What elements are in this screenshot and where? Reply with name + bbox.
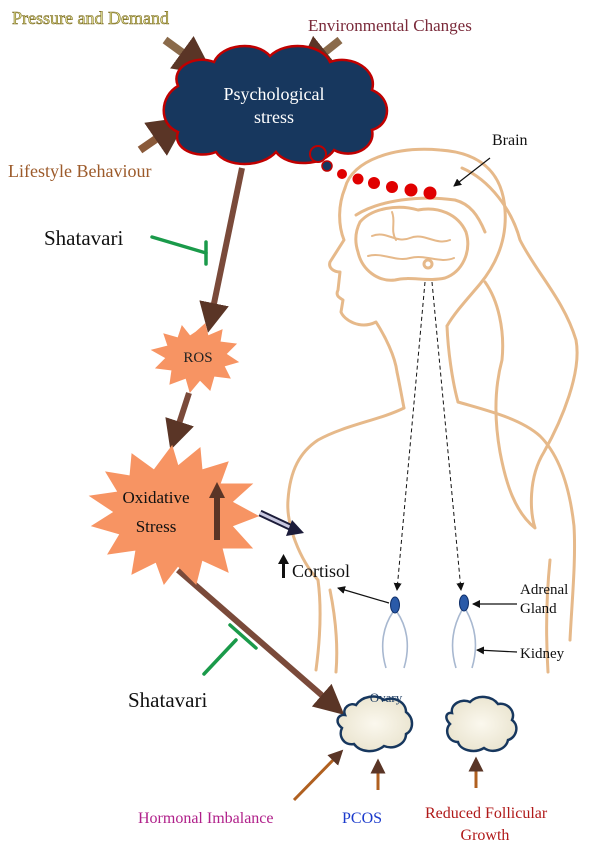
arrow-oxidative-to-cortisol xyxy=(260,513,304,536)
follicular-label-line1: Reduced Follicular xyxy=(425,805,548,822)
arrow-ros-to-oxidative xyxy=(175,393,189,436)
thought-dot xyxy=(405,184,418,197)
psychological-stress-cloud xyxy=(164,46,387,164)
arrow-stress-to-ros xyxy=(211,168,242,318)
brain-fold-3 xyxy=(392,212,396,240)
thought-dot xyxy=(368,177,380,189)
kidney-label-pointer xyxy=(477,650,517,652)
cloud-bubble-large xyxy=(310,146,326,162)
thought-dot xyxy=(337,169,347,179)
lifestyle-label: Lifestyle Behaviour xyxy=(8,161,151,181)
adrenal-gland-right xyxy=(460,595,469,611)
kidney-left xyxy=(383,612,408,668)
adrenal-label-line1: Adrenal xyxy=(520,582,568,598)
follicular-label-line2: Growth xyxy=(461,827,510,844)
adrenal-to-cortisol-arrow xyxy=(338,588,389,603)
pcos-label: PCOS xyxy=(342,810,382,827)
oxidative-label-line1: Oxidative xyxy=(122,488,189,507)
ovary-right xyxy=(446,697,516,751)
cloud-title-line2: stress xyxy=(254,107,294,127)
arrow-oxidative-to-ovary xyxy=(178,570,333,705)
shatavari-label-top: Shatavari xyxy=(44,226,123,250)
cortisol-up-arrow xyxy=(278,554,289,578)
brain-fold-2 xyxy=(368,255,454,260)
kidney-label: Kidney xyxy=(520,646,565,662)
hair-line xyxy=(356,198,485,232)
inhibitor-top xyxy=(152,237,206,264)
adrenal-label-line2: Gland xyxy=(520,601,557,617)
neck-outline xyxy=(397,326,458,408)
environment-label: Environmental Changes xyxy=(308,16,472,35)
brain-label: Brain xyxy=(492,132,528,149)
hormonal-imbalance-label: Hormonal Imbalance xyxy=(138,810,274,827)
pressure-label: Pressure and Demand xyxy=(12,8,169,28)
kidneys xyxy=(383,610,476,668)
kidney-right xyxy=(453,610,476,668)
arrow-hormonal-to-ovary xyxy=(294,755,338,800)
oxidative-label-line2: Stress xyxy=(136,517,177,536)
brain-fold-1 xyxy=(372,234,450,241)
thought-dot xyxy=(353,174,364,185)
shoulders-torso-outline xyxy=(288,402,575,670)
arm-inner-left xyxy=(330,590,337,672)
thought-dot xyxy=(386,181,398,193)
pituitary xyxy=(424,260,432,268)
ovary-label: Ovary xyxy=(370,690,403,705)
adrenal-gland-left xyxy=(391,597,400,613)
lifestyle-arrow xyxy=(140,128,172,150)
dashed-arrow-to-adrenal-left xyxy=(397,282,425,590)
brain-outline xyxy=(356,207,468,280)
cortisol-label: Cortisol xyxy=(292,561,350,581)
oxidative-stress-burst xyxy=(90,446,258,584)
thought-dot xyxy=(424,187,437,200)
shatavari-label-bottom: Shatavari xyxy=(128,688,207,712)
cloud-bubble-small xyxy=(322,161,332,171)
cloud-title-line1: Psychological xyxy=(224,84,325,104)
ros-label: ROS xyxy=(183,350,212,366)
